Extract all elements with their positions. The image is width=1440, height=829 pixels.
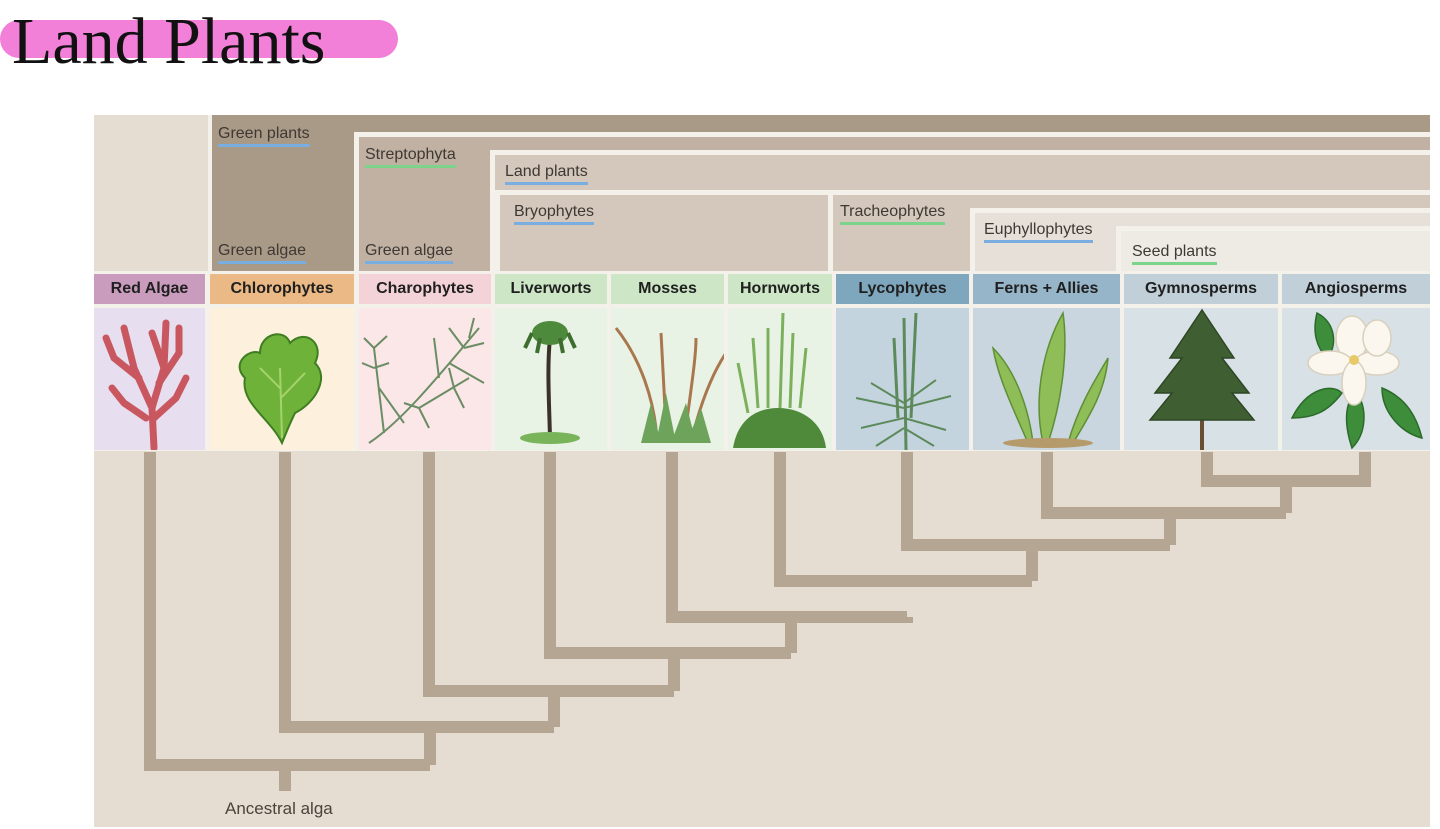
branch-red-algae [144,452,430,771]
taxon-label-charophytes: Charophytes [359,274,491,304]
taxon-label-lycophytes: Lycophytes [836,274,969,304]
taxon-label-chlorophytes: Chlorophytes [210,274,354,304]
page-title: Land Plants [12,5,326,78]
charophyte-illustration [359,308,491,450]
lycophyte-illustration [836,308,969,450]
branch-gymnosperms [1201,452,1371,487]
clade-label-green-plants: Green plants [218,125,310,147]
branch-charophytes [423,452,674,697]
branch-chlorophytes [279,452,554,733]
angiosperm-illustration [1282,308,1430,450]
phylogeny-diagram: Green plants Green algae Streptophyta Gr… [94,115,1430,827]
clade-label-bryophytes: Bryophytes [514,203,595,225]
branch-lycophytes [901,452,1170,551]
clade-label-tracheophytes: Tracheophytes [840,203,946,225]
clade-label-seed-plants: Seed plants [1132,243,1217,265]
branch-hornworts [774,452,1032,587]
branch-liverworts [544,452,791,659]
clade-label-streptophyta: Streptophyta [365,146,456,168]
chlorophyte-illustration [210,308,354,450]
liverwort-illustration [495,308,607,450]
gymnosperm-illustration [1124,308,1278,450]
red-algae-illustration [94,308,205,450]
taxon-label-gymnosperms: Gymnosperms [1124,274,1278,304]
ancestral-alga-label: Ancestral alga [225,799,333,818]
taxon-label-hornworts: Hornworts [728,274,832,304]
fern-illustration [973,308,1120,450]
taxon-label-liverworts: Liverworts [495,274,607,304]
branch-ferns [1041,452,1286,519]
clade-box-bryophytes [500,195,828,271]
title-area: Land Plants [0,0,420,90]
clade-label-euphyllophytes: Euphyllophytes [984,221,1093,243]
moss-illustration [611,308,724,450]
hornwort-illustration [728,308,832,450]
taxon-label-red-algae: Red Algae [94,274,205,304]
title-highlight [0,20,398,58]
clade-label-green-algae-2: Green algae [365,242,454,264]
clade-label-green-algae-1: Green algae [218,242,307,264]
clade-label-land-plants: Land plants [505,163,588,185]
taxon-label-ferns-allies: Ferns + Allies [973,274,1120,304]
phylogenetic-tree [144,452,1371,791]
branch-mosses [666,452,907,623]
clade-divider-green-algae [208,115,212,271]
taxon-label-angiosperms: Angiosperms [1282,274,1430,304]
taxon-label-mosses: Mosses [611,274,724,304]
